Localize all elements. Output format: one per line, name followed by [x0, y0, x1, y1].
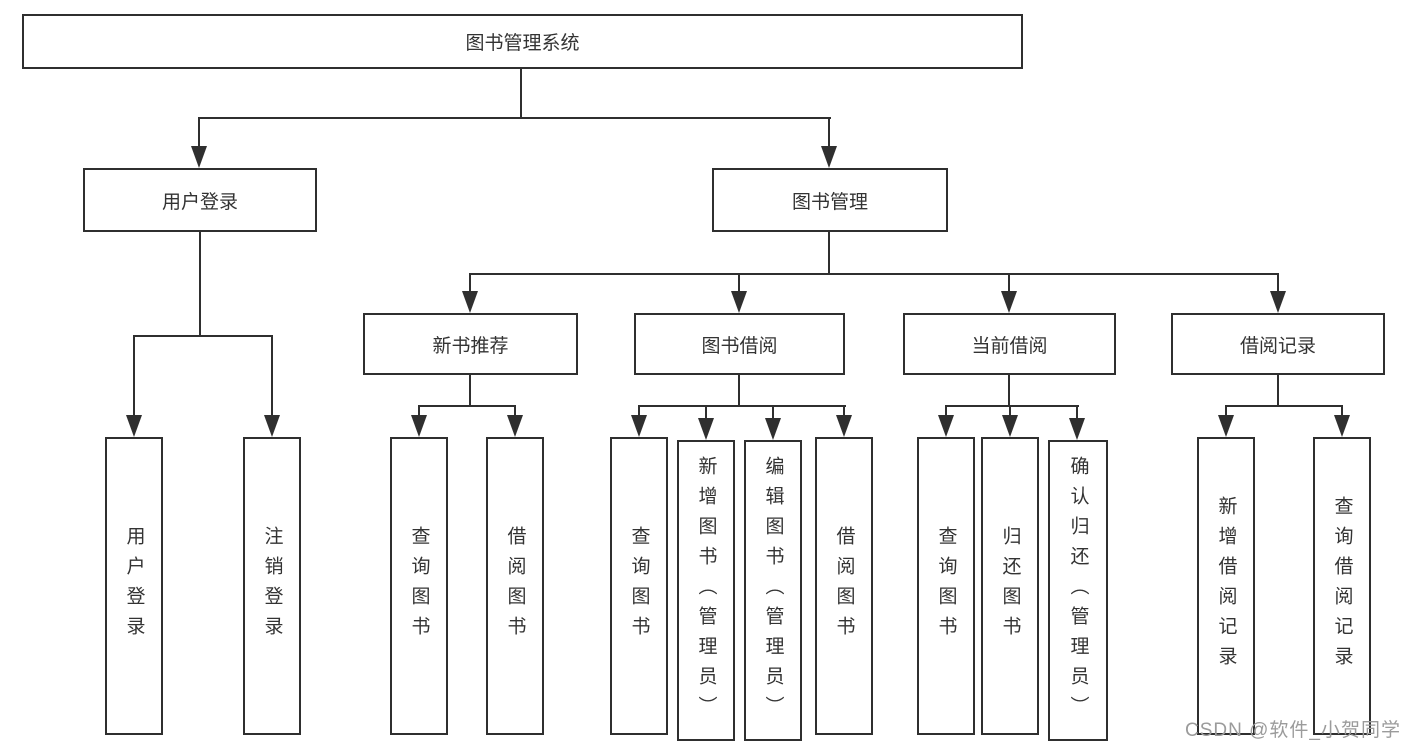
arrow-down-icon [1069, 418, 1085, 440]
connector-book-borrowing-stub [738, 375, 740, 407]
leaf-query-books: 查询图书 [610, 437, 668, 735]
node-current-borrowing: 当前借阅 [903, 313, 1116, 375]
connector-book-management-stub [828, 232, 830, 275]
arrow-down-icon [507, 415, 523, 437]
connector-drop-leaf [705, 405, 707, 421]
connector-drop-leaf [418, 405, 420, 419]
connector-root-stub [520, 69, 522, 119]
connector-borrowing-records-branch [1225, 405, 1343, 407]
leaf-query-books-label: 查询图书 [935, 526, 957, 646]
connector-drop-book-management [828, 117, 830, 148]
leaf-user-login-label: 用户登录 [123, 526, 145, 646]
leaf-borrow-books-label: 借阅图书 [833, 526, 855, 646]
node-book-borrowing-label: 图书借阅 [701, 335, 778, 357]
connector-level3-branch [469, 273, 1279, 275]
connector-drop-user-login [198, 117, 200, 148]
arrow-down-icon [462, 291, 478, 313]
arrow-down-icon [765, 418, 781, 440]
leaf-query-books-label: 查询图书 [628, 526, 650, 646]
connector-drop-new-book [469, 273, 471, 295]
node-new-book-recommendation: 新书推荐 [363, 313, 578, 375]
arrow-down-icon [631, 415, 647, 437]
node-user-login: 用户登录 [83, 168, 317, 232]
connector-drop-leaf-logout [271, 335, 273, 419]
connector-new-book-branch [418, 405, 516, 407]
leaf-user-login: 用户登录 [105, 437, 163, 735]
arrow-down-icon [126, 415, 142, 437]
connector-drop-leaf [843, 405, 845, 419]
arrow-down-icon [938, 415, 954, 437]
leaf-query-books: 查询图书 [390, 437, 448, 735]
leaf-query-borrow-record: 查询借阅记录 [1313, 437, 1371, 735]
arrow-down-icon [264, 415, 280, 437]
node-book-management-label: 图书管理 [791, 191, 868, 213]
leaf-borrow-books-label: 借阅图书 [504, 526, 526, 646]
node-borrowing-records: 借阅记录 [1171, 313, 1385, 375]
leaf-edit-book-admin: 编辑图书（管理员） [744, 440, 802, 741]
arrow-down-icon [1334, 415, 1350, 437]
connector-current-borrowing-stub [1008, 375, 1010, 407]
connector-drop-book-borrowing [738, 273, 740, 295]
connector-drop-leaf [1225, 405, 1227, 419]
leaf-borrow-books: 借阅图书 [486, 437, 544, 735]
leaf-borrow-books: 借阅图书 [815, 437, 873, 735]
connector-drop-leaf [514, 405, 516, 419]
leaf-edit-book-admin-label: 编辑图书（管理员） [762, 455, 784, 726]
arrow-down-icon [836, 415, 852, 437]
connector-current-borrowing-branch [945, 405, 1079, 407]
leaf-add-borrow-record: 新增借阅记录 [1197, 437, 1255, 735]
connector-new-book-stub [469, 375, 471, 407]
leaf-logout: 注销登录 [243, 437, 301, 735]
leaf-return-book-label: 归还图书 [999, 526, 1021, 646]
connector-drop-leaf [772, 405, 774, 421]
node-current-borrowing-label: 当前借阅 [971, 335, 1048, 357]
leaf-add-book-admin-label: 新增图书（管理员） [695, 455, 717, 726]
connector-drop-current-borrowing [1008, 273, 1010, 295]
connector-drop-leaf [1009, 405, 1011, 419]
leaf-add-book-admin: 新增图书（管理员） [677, 440, 735, 741]
leaf-return-book: 归还图书 [981, 437, 1039, 735]
connector-drop-leaf [945, 405, 947, 419]
connector-drop-leaf-user-login [133, 335, 135, 419]
node-user-login-label: 用户登录 [161, 191, 238, 213]
connector-drop-leaf [1076, 405, 1078, 421]
arrow-down-icon [191, 146, 207, 168]
arrow-down-icon [1001, 291, 1017, 313]
node-root: 图书管理系统 [22, 14, 1023, 69]
connector-borrowing-records-stub [1277, 375, 1279, 407]
node-borrowing-records-label: 借阅记录 [1239, 335, 1316, 357]
arrow-down-icon [698, 418, 714, 440]
connector-user-login-stub [199, 232, 201, 337]
node-root-label: 图书管理系统 [465, 33, 580, 54]
arrow-down-icon [411, 415, 427, 437]
node-book-management: 图书管理 [712, 168, 948, 232]
arrow-down-icon [1002, 415, 1018, 437]
connector-user-login-branch [133, 335, 273, 337]
connector-drop-leaf [638, 405, 640, 419]
connector-book-borrowing-branch [638, 405, 846, 407]
leaf-query-books-label: 查询图书 [408, 526, 430, 646]
leaf-query-books: 查询图书 [917, 437, 975, 735]
leaf-logout-label: 注销登录 [261, 526, 283, 646]
arrow-down-icon [1270, 291, 1286, 313]
node-new-book-recommendation-label: 新书推荐 [432, 335, 509, 357]
leaf-add-borrow-record-label: 新增借阅记录 [1215, 496, 1237, 676]
leaf-confirm-return-admin: 确认归还（管理员） [1048, 440, 1108, 741]
leaf-confirm-return-admin-label: 确认归还（管理员） [1067, 455, 1089, 726]
leaf-query-borrow-record-label: 查询借阅记录 [1331, 496, 1353, 676]
node-book-borrowing: 图书借阅 [634, 313, 845, 375]
csdn-watermark: CSDN @软件_小贺同学 [1185, 720, 1401, 741]
connector-level1-branch [198, 117, 831, 119]
connector-drop-leaf [1341, 405, 1343, 419]
arrow-down-icon [821, 146, 837, 168]
connector-drop-borrowing-records [1277, 273, 1279, 295]
arrow-down-icon [1218, 415, 1234, 437]
arrow-down-icon [731, 291, 747, 313]
